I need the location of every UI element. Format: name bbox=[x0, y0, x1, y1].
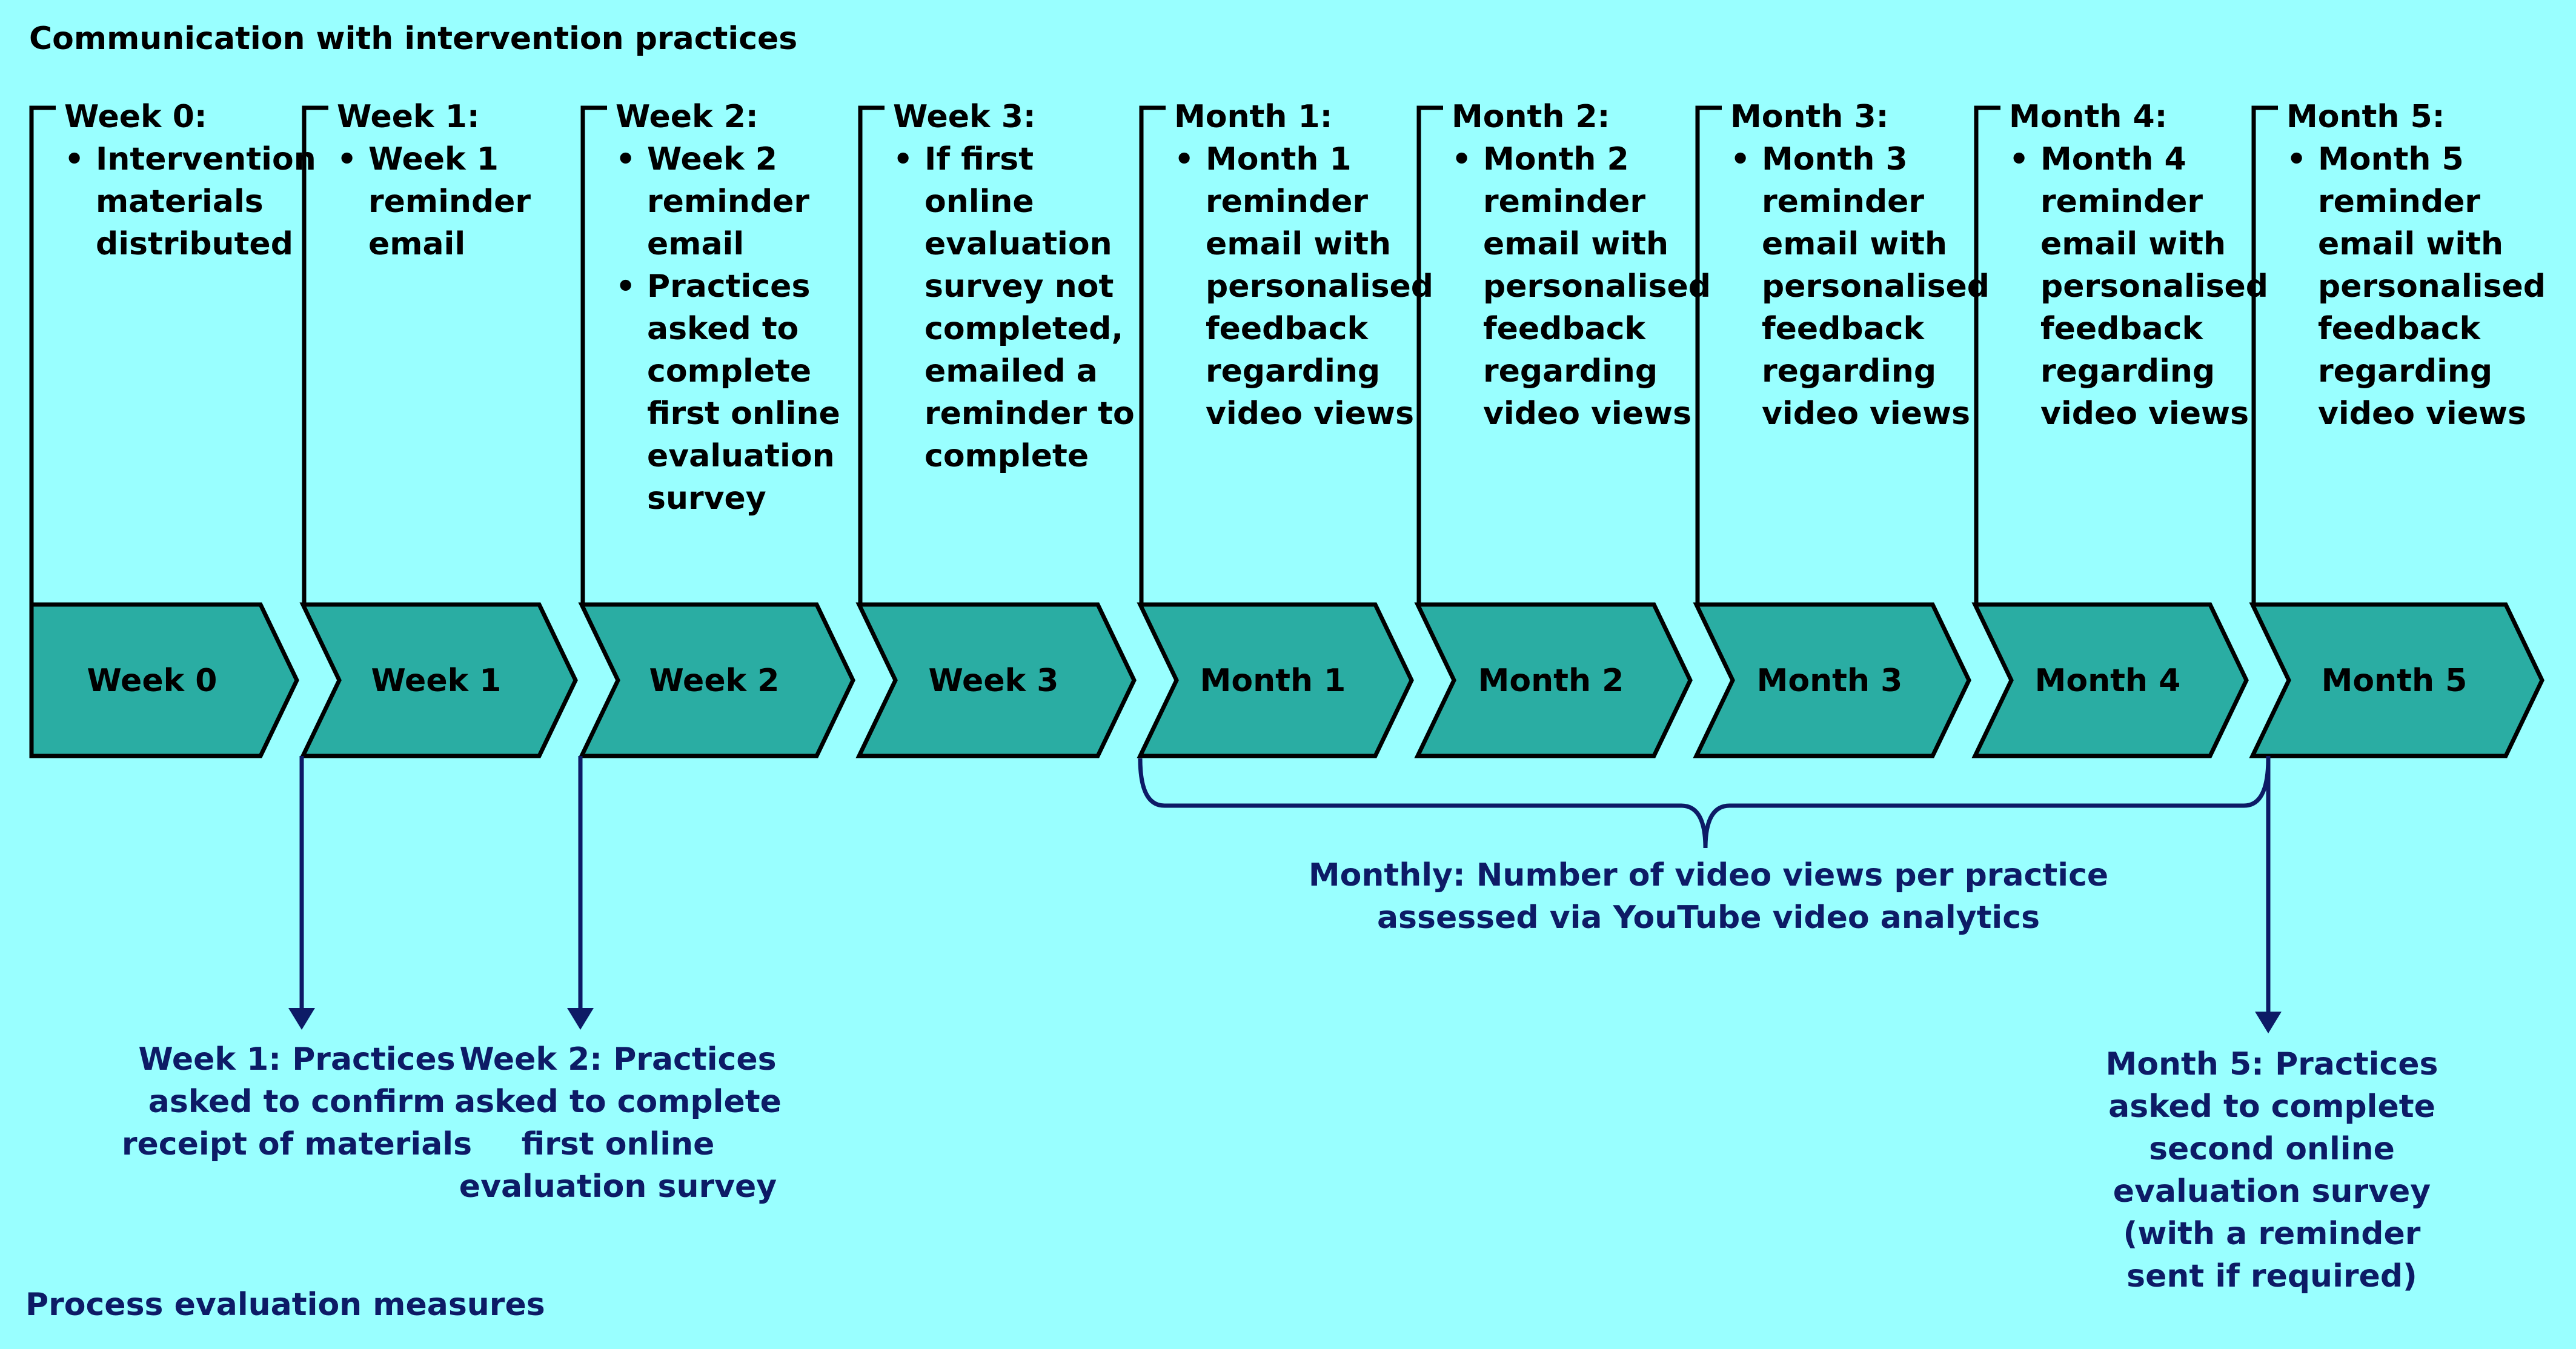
measure-week2: Week 2: Practices asked to complete firs… bbox=[454, 1041, 782, 1205]
step-items-4: If first online evaluation survey not co… bbox=[893, 138, 1135, 477]
step-bracket-3 bbox=[580, 105, 607, 605]
step-items-7: Month 3 reminder email with personalised… bbox=[1730, 138, 1990, 435]
step-items-5: Month 1 reminder email with personalised… bbox=[1174, 138, 1433, 435]
timeline-chevron-6 bbox=[1414, 602, 1693, 758]
process-evaluation-heading: Process evaluation measures bbox=[25, 1287, 545, 1323]
step-item-3-2: Practices asked to complete first online… bbox=[616, 265, 858, 520]
step-heading-6: Month 2: bbox=[1452, 99, 1610, 135]
step-heading-5: Month 1: bbox=[1174, 99, 1333, 135]
step-column-7: Month 3:Month 3 reminder email with pers… bbox=[1730, 96, 1990, 435]
timeline-chevron-1 bbox=[29, 602, 299, 758]
timeline-chevron-8 bbox=[1971, 602, 2249, 758]
step-column-6: Month 2:Month 2 reminder email with pers… bbox=[1452, 96, 1711, 435]
timeline-chevron-label-8: Month 4 bbox=[2035, 663, 2181, 699]
step-items-9: Month 5 reminder email with personalised… bbox=[2286, 138, 2546, 435]
step-bracket-7 bbox=[1695, 105, 1722, 605]
timeline-brackets bbox=[29, 105, 2278, 605]
step-bracket-2 bbox=[302, 105, 328, 605]
timeline-chevron-label-5: Month 1 bbox=[1200, 663, 1346, 699]
step-bracket-9 bbox=[2251, 105, 2278, 605]
step-bracket-5 bbox=[1139, 105, 1166, 605]
step-item-3-1: Week 2 reminder email bbox=[616, 138, 858, 265]
timeline-chevron-7 bbox=[1693, 602, 1971, 758]
step-column-8: Month 4:Month 4 reminder email with pers… bbox=[2009, 96, 2268, 435]
step-heading-3: Week 2: bbox=[616, 99, 759, 135]
step-item-6-1: Month 2 reminder email with personalised… bbox=[1452, 138, 1711, 435]
timeline-chevron-5 bbox=[1137, 602, 1414, 758]
step-heading-2: Week 1: bbox=[337, 99, 480, 135]
step-items-2: Week 1 reminder email bbox=[337, 138, 579, 265]
step-heading-4: Week 3: bbox=[893, 99, 1036, 135]
communication-heading: Communication with intervention practice… bbox=[29, 21, 798, 57]
timeline-chevron-label-3: Week 2 bbox=[649, 663, 780, 699]
measure-monthly: Monthly: Number of video views per pract… bbox=[1308, 857, 2109, 936]
step-items-6: Month 2 reminder email with personalised… bbox=[1452, 138, 1711, 435]
step-bracket-1 bbox=[29, 105, 56, 605]
step-item-1-1: Intervention materials distributed bbox=[64, 138, 316, 265]
step-item-8-1: Month 4 reminder email with personalised… bbox=[2009, 138, 2268, 435]
timeline-chevron-3 bbox=[578, 602, 855, 758]
step-column-1: Week 0:Intervention materials distribute… bbox=[64, 96, 316, 265]
timeline-chevron-2 bbox=[299, 602, 578, 758]
monthly-brace bbox=[1138, 758, 2271, 849]
step-bracket-6 bbox=[1416, 105, 1443, 605]
timeline-chevron-label-1: Week 0 bbox=[87, 663, 217, 699]
step-heading-7: Month 3: bbox=[1730, 99, 1889, 135]
measure-week1: Week 1: Practices asked to confirm recei… bbox=[121, 1041, 473, 1162]
step-heading-8: Month 4: bbox=[2009, 99, 2168, 135]
timeline-chevron-4 bbox=[855, 602, 1137, 758]
step-items-8: Month 4 reminder email with personalised… bbox=[2009, 138, 2268, 435]
step-item-4-1: If first online evaluation survey not co… bbox=[893, 138, 1135, 477]
measure-connectors bbox=[288, 756, 2282, 1033]
step-item-2-1: Week 1 reminder email bbox=[337, 138, 579, 265]
step-heading-1: Week 0: bbox=[64, 99, 207, 135]
step-column-3: Week 2:Week 2 reminder emailPractices as… bbox=[616, 96, 858, 520]
step-items-3: Week 2 reminder emailPractices asked to … bbox=[616, 138, 858, 520]
week2-measure-arrow bbox=[567, 756, 594, 1030]
timeline-chevron-label-9: Month 5 bbox=[2322, 663, 2468, 699]
week1-measure-arrow bbox=[288, 756, 315, 1030]
step-item-5-1: Month 1 reminder email with personalised… bbox=[1174, 138, 1433, 435]
step-column-5: Month 1:Month 1 reminder email with pers… bbox=[1174, 96, 1433, 435]
timeline-chevron-label-4: Week 3 bbox=[929, 663, 1059, 699]
month5-measure-arrow bbox=[2255, 756, 2282, 1033]
timeline-chevrons: Week 0 Week 1 Week 2 Week 3 Month 1 Month 2 Mo… bbox=[29, 602, 2544, 758]
step-bracket-4 bbox=[858, 105, 885, 605]
timeline-chevron-9 bbox=[2249, 602, 2544, 758]
timeline-chevron-label-2: Week 1 bbox=[371, 663, 502, 699]
step-column-9: Month 5:Month 5 reminder email with pers… bbox=[2286, 96, 2546, 435]
step-heading-9: Month 5: bbox=[2286, 99, 2445, 135]
timeline-chevron-label-7: Month 3 bbox=[1757, 663, 1903, 699]
step-bracket-8 bbox=[1974, 105, 2000, 605]
step-items-1: Intervention materials distributed bbox=[64, 138, 316, 265]
step-column-4: Week 3:If first online evaluation survey… bbox=[893, 96, 1135, 477]
step-column-2: Week 1:Week 1 reminder email bbox=[337, 96, 579, 265]
measure-month5: Month 5: Practices asked to complete sec… bbox=[2105, 1046, 2438, 1294]
step-item-9-1: Month 5 reminder email with personalised… bbox=[2286, 138, 2546, 435]
step-item-7-1: Month 3 reminder email with personalised… bbox=[1730, 138, 1990, 435]
timeline-chevron-label-6: Month 2 bbox=[1478, 663, 1624, 699]
